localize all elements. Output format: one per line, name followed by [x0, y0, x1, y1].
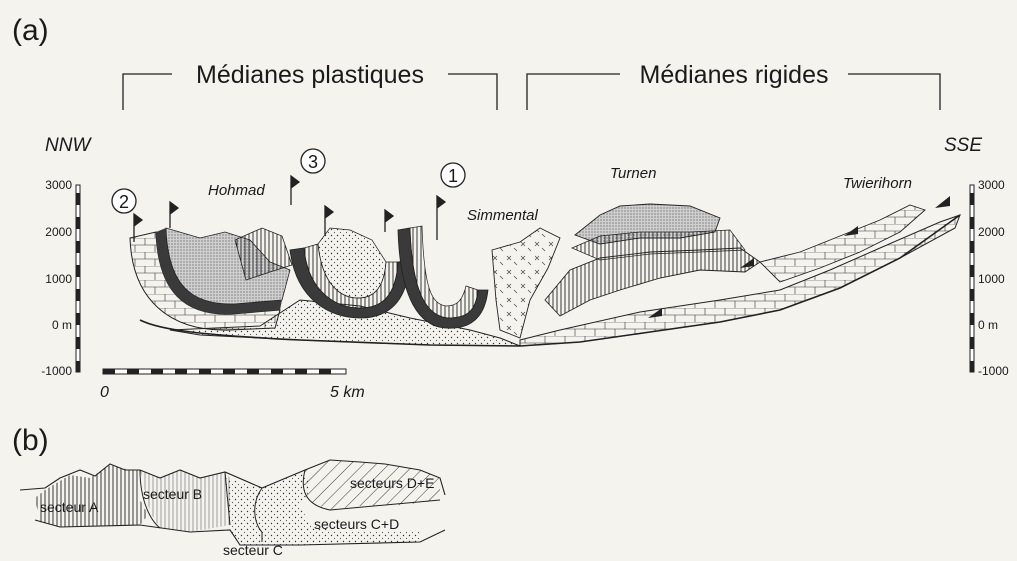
thrust-flag-6 — [437, 196, 445, 240]
right-tick-2000: 2000 — [978, 225, 1005, 239]
scale-bar: 0 5 km — [100, 369, 365, 401]
right-tick-1000: 1000 — [978, 272, 1005, 286]
marker-2: 2 — [112, 189, 136, 213]
scale-end: 5 km — [330, 384, 365, 401]
left-tick-1000: 1000 — [45, 272, 72, 286]
simmental-unit — [492, 228, 560, 338]
bracket-right-label: Médianes rigides — [640, 61, 829, 89]
label-hohmad: Hohmad — [208, 182, 265, 199]
label-secteur-b: secteur B — [143, 486, 202, 502]
left-tick-2000: 2000 — [45, 225, 72, 239]
svg-text:3: 3 — [308, 152, 318, 172]
thrust-flag-3 — [291, 176, 299, 205]
svg-text:1: 1 — [448, 166, 458, 186]
label-twierihorn: Twierihorn — [843, 175, 912, 192]
panel-b-letter: (b) — [12, 424, 49, 457]
left-elevation-axis: 3000 2000 1000 0 m -1000 — [41, 178, 80, 378]
right-tick-minus-1000: -1000 — [978, 364, 1009, 378]
label-secteurs-cd: secteurs C+D — [314, 516, 399, 532]
direction-nnw: NNW — [45, 135, 92, 156]
left-tick-3000: 3000 — [45, 178, 72, 192]
label-turnen: Turnen — [610, 165, 656, 182]
bracket-left-label: Médianes plastiques — [196, 61, 424, 89]
marker-3: 3 — [301, 149, 325, 173]
scale-start: 0 — [100, 384, 109, 401]
right-elevation-axis: 3000 2000 1000 0 m -1000 — [970, 178, 1009, 378]
label-secteurs-de: secteurs D+E — [350, 475, 434, 491]
thrust-flag-2 — [170, 202, 178, 228]
panel-a-letter: (a) — [12, 14, 49, 47]
label-simmental: Simmental — [467, 207, 539, 224]
direction-sse: SSE — [944, 135, 982, 156]
left-tick-0m: 0 m — [52, 318, 72, 332]
marker-1: 1 — [441, 163, 465, 187]
label-secteur-c: secteur C — [223, 542, 283, 558]
right-tick-3000: 3000 — [978, 178, 1005, 192]
svg-text:2: 2 — [119, 192, 129, 212]
right-tick-0m: 0 m — [978, 318, 998, 332]
left-tick-minus-1000: -1000 — [41, 364, 72, 378]
thrust-flag-9 — [935, 196, 950, 208]
label-secteur-a: secteur A — [40, 499, 99, 515]
thrust-flag-5 — [385, 210, 393, 232]
cross-section — [130, 176, 960, 346]
